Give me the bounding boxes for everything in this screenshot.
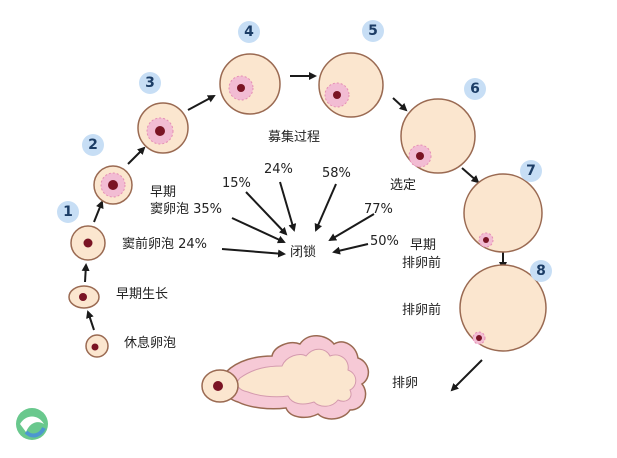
follicle-stage-3 <box>137 102 189 154</box>
watermark-logo-icon <box>16 408 48 440</box>
stage-badge-2: 2 <box>82 134 104 156</box>
follicle-resting <box>85 334 109 358</box>
label-atresia: 闭锁 <box>290 245 317 260</box>
follicle-early-growth <box>68 285 100 309</box>
follicle-stage-5 <box>318 52 384 118</box>
follicle-stage-6 <box>400 98 476 174</box>
stage-badge-1: 1 <box>57 201 79 223</box>
atresia-arrow-15 <box>245 191 288 236</box>
progression-arrows <box>81 72 507 392</box>
atresia-arrow-24 <box>279 181 297 232</box>
atresia-arrow-preantral <box>221 248 286 258</box>
arrow-stage3-to-stage4 <box>187 95 216 111</box>
atresia-arrow-77 <box>328 213 375 242</box>
label-early-preovulatory-line1: 早期 <box>410 238 437 253</box>
atresia-arrow-early-antral <box>231 217 286 244</box>
ruptured-follicle <box>201 335 370 420</box>
label-early-antral-line1: 早期 <box>150 185 177 200</box>
follicle-stage-4 <box>219 53 281 115</box>
atresia-rate-58: 58% <box>322 166 351 181</box>
follicle-stage-2 <box>93 165 133 205</box>
label-ovulation: 排卵 <box>392 376 419 391</box>
atresia-rate-50: 50% <box>370 234 399 249</box>
atresia-arrow-50 <box>332 243 369 255</box>
arrow-stage2-to-stage3 <box>127 146 146 165</box>
follicle-stage-7 <box>463 173 543 253</box>
label-recruitment: 募集过程 <box>268 130 321 145</box>
arrow-stage8-to-ovulation <box>450 359 483 392</box>
arrow-resting-to-early <box>86 310 95 331</box>
atresia-rate-77: 77% <box>364 202 393 217</box>
follicle-stage-1 <box>70 225 106 261</box>
atresia-rate-15: 15% <box>222 176 251 191</box>
stage-badge-5: 5 <box>362 20 384 42</box>
label-early-antral-line2: 窦卵泡 35% <box>150 202 223 217</box>
label-early-preovulatory-line2: 排卵前 <box>402 256 442 271</box>
stage-badge-4: 4 <box>238 21 260 43</box>
label-resting-follicle: 休息卵泡 <box>124 336 177 351</box>
arrow-stage6-to-stage7 <box>461 167 480 184</box>
atresia-arrow-58 <box>314 183 337 232</box>
arrow-stage1-to-stage2 <box>93 200 104 223</box>
label-selection: 选定 <box>390 178 417 193</box>
label-early-growth: 早期生长 <box>116 287 169 302</box>
label-preovulatory: 排卵前 <box>402 303 442 318</box>
arrow-stage5-to-stage6 <box>392 97 408 112</box>
follicle-stage-8 <box>459 264 547 352</box>
atresia-rate-24: 24% <box>264 162 293 177</box>
arrow-early-to-stage1 <box>81 263 90 283</box>
stage-badge-6: 6 <box>464 78 486 100</box>
label-preantral-follicle: 窦前卵泡 24% <box>122 237 208 252</box>
stage-badge-3: 3 <box>139 72 161 94</box>
atresia-arrows <box>221 181 375 258</box>
stage-badge-8: 8 <box>530 260 552 282</box>
stage-badge-7: 7 <box>520 160 542 182</box>
